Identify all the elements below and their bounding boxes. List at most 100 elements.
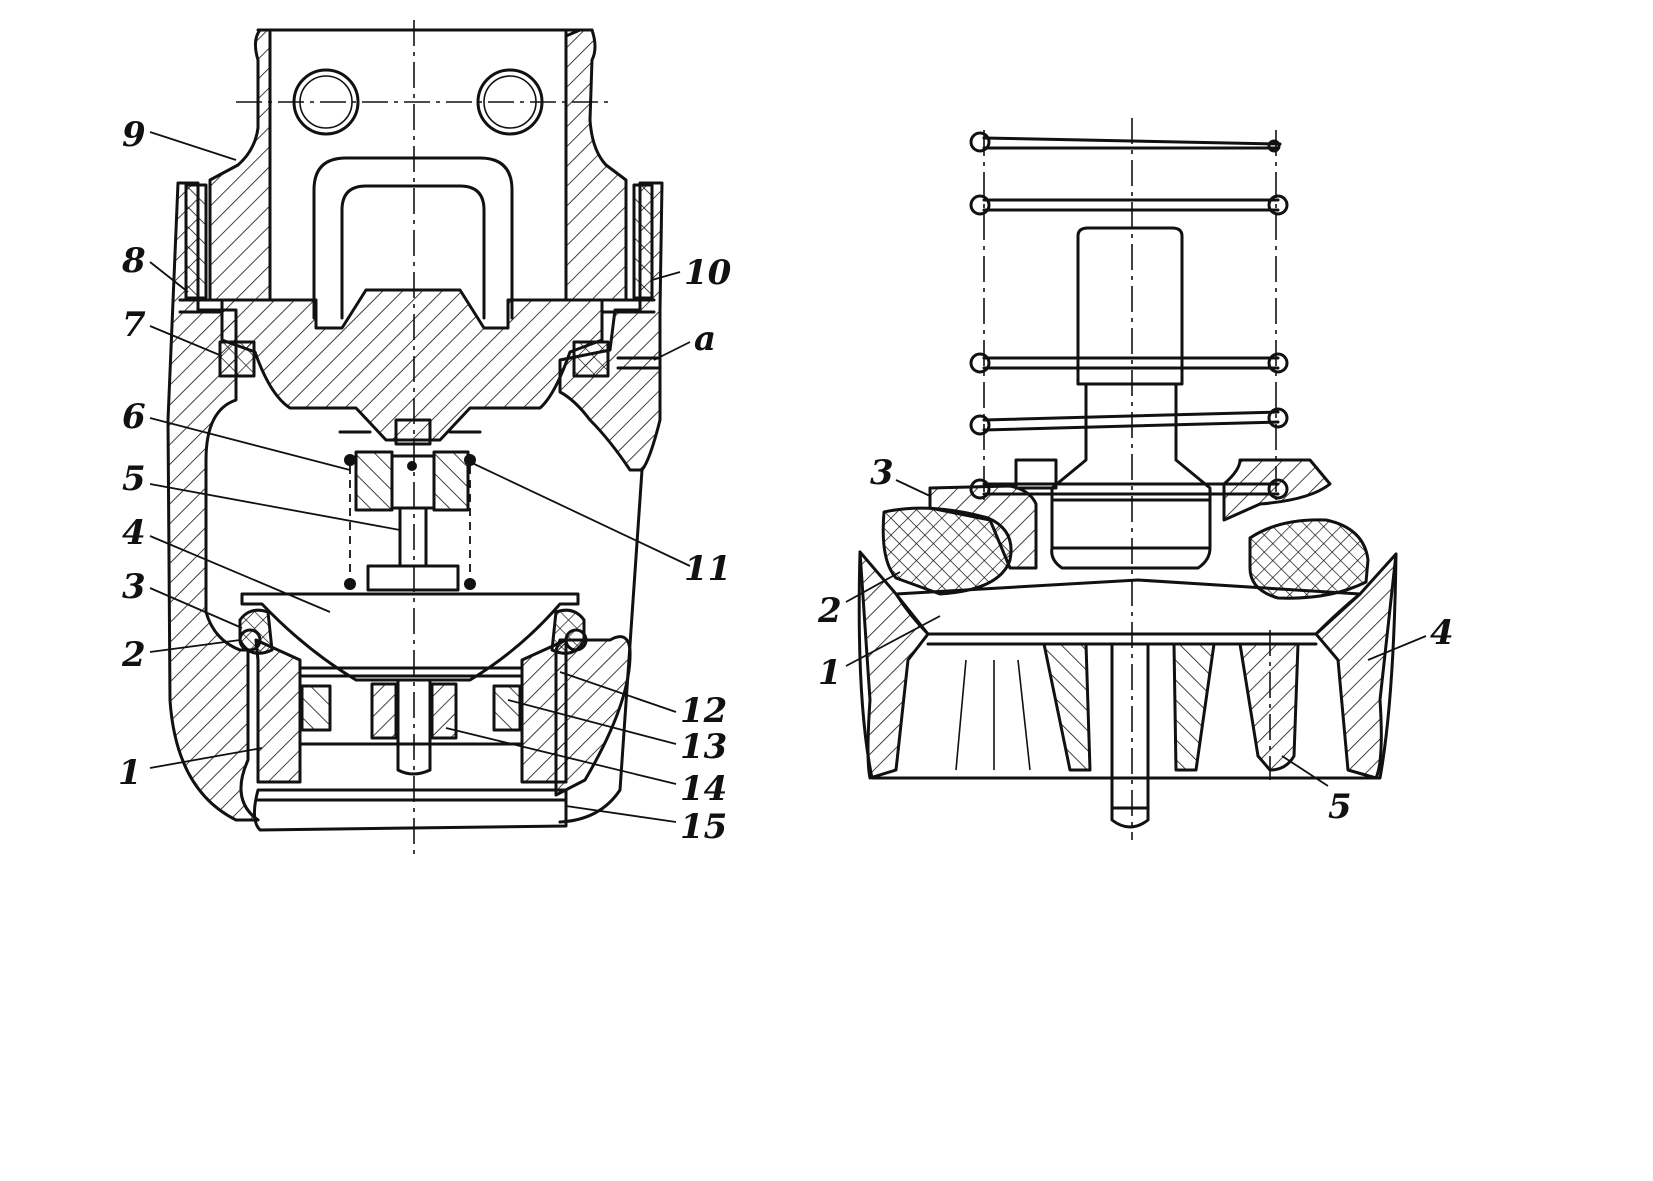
bushing-5-far-right [1238,642,1300,772]
body-4-right [1314,552,1398,780]
leader-12 [559,671,677,713]
seal-7-right [572,340,610,378]
callout-14: 14 [680,769,727,809]
spring-bead-bl [344,578,356,590]
callout-a: a [694,319,716,359]
body-outline [857,550,1398,780]
bushing-14-left [370,682,398,740]
lower-shaft [1110,642,1150,829]
callout-2: 2 [121,635,146,675]
bushing-13-left [300,684,332,732]
leader-7 [149,325,223,357]
guide-ring-10 [632,183,654,300]
spring-coil-3 [982,356,1280,370]
upper-body-9-right [564,28,628,302]
bushing-13-right [492,684,522,732]
coil-bead-2r [1267,194,1289,216]
leader-2 [149,639,241,653]
leader-r4 [1367,635,1427,661]
valve-cage-11 [354,450,394,512]
spring-coil-4 [982,410,1280,432]
leader-11 [469,461,691,567]
piston [220,288,604,442]
coil-bead-3r [1267,352,1289,374]
leader-8 [149,261,189,293]
stem-top [1076,226,1184,386]
leader-9 [149,131,237,161]
leader-r5 [1281,755,1329,787]
washer-tab-left [1014,458,1058,490]
leader-5 [149,483,401,531]
coil-bead-2l [969,194,991,216]
leader-10 [651,271,681,281]
leader-13 [507,699,677,745]
guide-ring-8 [184,183,208,300]
callout-9: 9 [122,115,146,155]
leader-a [653,341,691,361]
coil-bead-4l [969,414,991,436]
stem-shoulder [1050,498,1212,570]
inner-ribs-left [955,659,1031,771]
seal-7-left [218,340,256,378]
bushing-5-right [1172,642,1216,772]
stem-collar [366,564,460,592]
callout-r5: 5 [1328,787,1352,827]
leader-15 [565,805,677,823]
leader-6 [149,417,351,471]
washer-3-right [1222,458,1332,522]
callout-11: 11 [684,549,731,589]
callout-r1: 1 [818,653,842,693]
lower-stem [396,678,432,776]
leader-14 [445,727,677,785]
callout-1: 1 [118,753,142,793]
plate-12 [298,666,524,678]
callout-4: 4 [122,513,146,553]
callout-15: 15 [680,807,727,847]
bushing-14-right [430,682,458,740]
callout-r3: 3 [870,453,894,493]
port-a [616,356,662,370]
guide-step-right [600,298,656,314]
callout-r2: 2 [817,591,842,631]
cushion-2-left [881,506,1013,596]
leader-1 [149,747,263,769]
spring-envelope [983,130,1277,500]
stem-neck [1050,382,1212,550]
valve-cage-11-right [432,450,470,512]
bottom-cover-15 [253,788,568,832]
bushing-5-left [1042,642,1092,772]
leader-3 [149,587,243,629]
callout-12: 12 [680,691,727,731]
right-section-view: 3 2 1 4 5 [817,118,1454,840]
valve-seat [390,454,436,510]
leader-4 [149,535,331,613]
callout-3: 3 [122,567,146,607]
cushion-2-right [1248,518,1370,600]
leader-r1 [845,615,941,667]
valve-disc-4 [240,592,580,682]
coil-bead-1l [969,131,991,153]
guide-step-left [178,298,224,314]
upper-frame [256,28,594,302]
callout-13: 13 [680,727,727,767]
left-section-view: 9 8 7 6 5 4 3 2 1 10 a 11 12 13 14 15 [118,20,732,860]
seat-1-left [254,638,302,784]
callout-7: 7 [122,305,146,345]
coil-bead-4r [1267,407,1289,429]
spring-6 [349,466,471,578]
stem-5 [398,508,428,568]
upper-body-9 [208,28,272,302]
callout-10: 10 [684,253,732,293]
valve-pin [338,418,482,446]
stirrup-inner [340,184,486,320]
callout-r4: 4 [1430,613,1454,653]
leader-r2 [845,571,901,603]
callout-5: 5 [122,459,146,499]
seat-1-right [520,638,568,784]
callout-8: 8 [121,241,146,281]
leader-r3 [895,479,931,497]
coil-bead-3l [969,352,991,374]
spring-bead-tl [344,454,356,466]
spring-coil-2 [982,198,1280,212]
